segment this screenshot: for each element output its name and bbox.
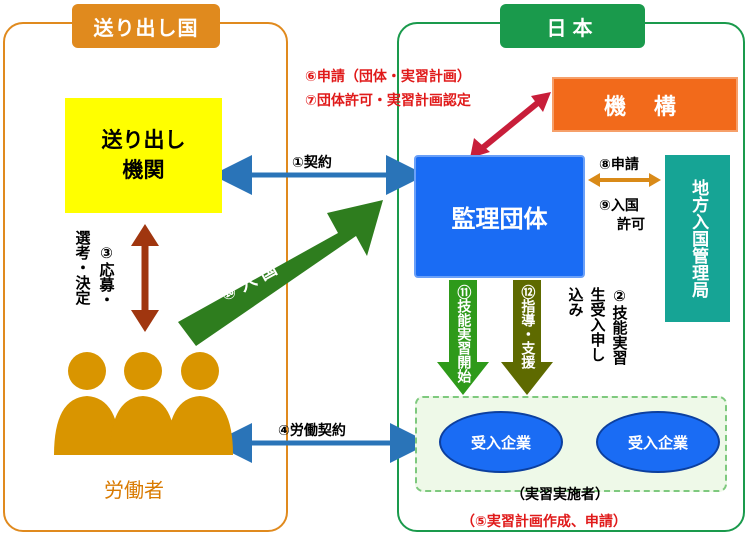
acceptance-application-col3: 込み (566, 287, 585, 317)
sending-organization-box: 送り出し 機関 (65, 98, 222, 213)
implementers-label: （実習実施者） (511, 487, 609, 503)
acceptance-application-col2: 生受入申し (588, 287, 607, 362)
labor-contract-label: ④労働契約 (278, 423, 346, 439)
entry-arrow (178, 200, 383, 346)
entry-permit-label-line1: ⑨入国 (599, 198, 639, 214)
kiko-arrow (470, 92, 551, 158)
japan-tag: 日本 (500, 4, 645, 48)
sending-org-label-line1: 送り出し (101, 128, 186, 153)
acceptance-application-col1: ②技能実習 (610, 287, 629, 365)
immigration-arrow (588, 173, 661, 187)
sending-org-label-line2: 機関 (122, 157, 165, 182)
supervising-organization-box: 監理団体 (414, 155, 585, 278)
selection-arrow (131, 224, 159, 332)
apply-immigration-label: ⑧申請 (599, 157, 639, 173)
contract-label: ①契約 (292, 155, 332, 171)
plan-creation-label: （⑤実習計画作成、申請） (461, 514, 627, 530)
kiko-box: 機 構 (552, 77, 738, 132)
selection-label-col2: 選考・決定 (73, 230, 92, 305)
apply-organization-label: ⑥申請（団体・実習計画） (305, 69, 471, 85)
workers-label: 労働者 (104, 478, 164, 502)
guidance-arrow (501, 280, 553, 395)
worker-figures (54, 352, 233, 455)
immigration-bureau-box: 地方入国管理局 (665, 155, 730, 322)
guidance-label: ⑫指導・支援 (519, 285, 536, 369)
training-start-label: ⑪技能実習開始 (455, 285, 472, 383)
host-company-b: 受入企業 (596, 411, 720, 473)
permit-certification-label: ⑦団体許可・実習計画認定 (305, 93, 471, 109)
host-company-a: 受入企業 (439, 411, 563, 473)
entry-permit-label-line2: 許可 (617, 217, 645, 233)
selection-label-col1: ③応募・ (97, 244, 116, 307)
sending-country-tag: 送り出し国 (72, 4, 220, 48)
training-start-arrow (437, 280, 489, 395)
